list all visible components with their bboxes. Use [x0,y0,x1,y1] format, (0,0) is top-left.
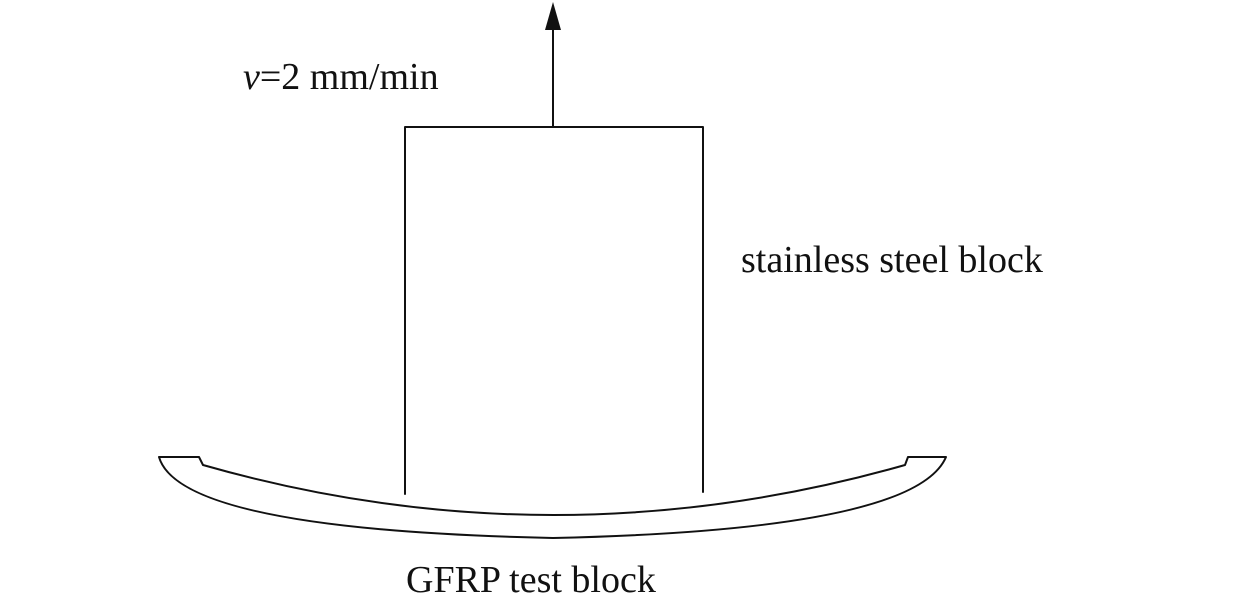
gfrp-test-block [158,456,947,539]
velocity-label: v=2 mm/min [243,56,439,98]
arrow-head [545,2,561,30]
velocity-value: =2 mm/min [260,56,439,98]
stainless-steel-block [404,126,704,495]
steel-block-label: stainless steel block [741,239,1043,281]
velocity-symbol: v [243,56,260,98]
pull-direction-arrow [545,2,561,128]
gfrp-block-label: GFRP test block [406,559,656,601]
